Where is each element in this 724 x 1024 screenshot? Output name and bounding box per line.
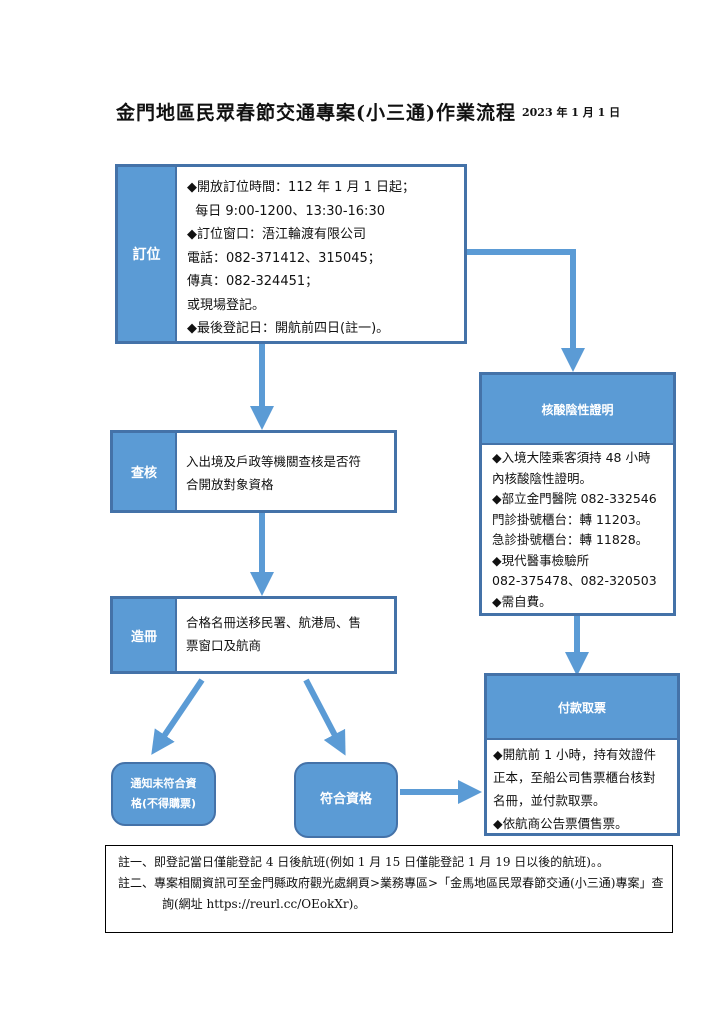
- booking-line: ◆訂位窗口：浯江輪渡有限公司: [187, 227, 366, 242]
- arrow-roster-to-unqualified: [151, 678, 205, 755]
- test-line: ◆現代醫事檢驗所: [492, 552, 590, 568]
- check-details: 入出境及戶政等機關查核是否符 合開放對象資格: [186, 450, 361, 496]
- test-line: 082-375478、082-320503: [492, 573, 657, 588]
- qualified-label: 符合資格: [319, 792, 372, 807]
- payment-line: 正本，至船公司售票櫃台核對: [493, 770, 656, 785]
- payment-header: 付款取票: [487, 676, 677, 740]
- unqualified-line: 格(不得購票): [130, 797, 197, 810]
- check-line: 合開放對象資格: [186, 477, 274, 492]
- arrow-roster-to-qualified: [303, 678, 346, 756]
- note-2: 註二、專案相關資訊可至金門縣政府觀光處網頁>業務專區>「金馬地區民眾春節交通(小…: [118, 876, 664, 911]
- check-box: 查核 入出境及戶政等機關查核是否符 合開放對象資格: [110, 430, 397, 513]
- roster-details: 合格名冊送移民署、航港局、售 票窗口及航商: [186, 611, 361, 657]
- payment-line: ◆開航前 1 小時，持有效證件: [493, 747, 657, 762]
- booking-line: 電話：082-371412、315045；: [187, 250, 381, 266]
- roster-box: 造冊 合格名冊送移民署、航港局、售 票窗口及航商: [110, 596, 397, 674]
- test-line: ◆入境大陸乘客須持 48 小時: [492, 450, 651, 465]
- roster-line: 票窗口及航商: [186, 638, 262, 653]
- qualified-box: 符合資格: [294, 762, 398, 838]
- payment-details: ◆開航前 1 小時，持有效證件 正本，至船公司售票櫃台核對 名冊，並付款取票。 …: [493, 743, 656, 835]
- booking-box: 訂位 ◆開放訂位時間：112 年 1 月 1 日起； 每日 9:00-1200、…: [115, 164, 467, 344]
- test-line: 內核酸陰性證明。: [492, 470, 593, 486]
- test-line: ◆部立金門醫院 082-332546: [492, 491, 657, 506]
- unqualified-box: 通知未符合資 格(不得購票): [111, 762, 216, 826]
- booking-label: 訂位: [118, 167, 177, 341]
- check-line: 入出境及戶政等機關查核是否符: [186, 454, 362, 469]
- booking-line: ◆最後登記日：開航前四日(註一)。: [187, 321, 390, 336]
- test-line: 門診掛號櫃台：轉 11203。: [492, 511, 649, 527]
- note-1: 註一、即登記當日僅能登記 4 日後航班(例如 1 月 15 日僅能登記 1 月 …: [118, 855, 609, 869]
- notes-box: 註一、即登記當日僅能登記 4 日後航班(例如 1 月 15 日僅能登記 1 月 …: [105, 845, 673, 933]
- test-header: 核酸陰性證明: [482, 375, 673, 445]
- payment-line: ◆依航商公告票價售票。: [493, 816, 628, 831]
- check-label: 查核: [113, 433, 177, 510]
- test-line: ◆需自費。: [492, 593, 552, 609]
- roster-line: 合格名冊送移民署、航港局、售: [186, 615, 362, 630]
- test-line: 急診掛號櫃台：轉 11828。: [492, 532, 649, 547]
- document-date: 2023 年 1 月 1 日: [522, 106, 621, 119]
- booking-line: 傳真：082-324451；: [187, 274, 319, 289]
- booking-details: ◆開放訂位時間：112 年 1 月 1 日起； 每日 9:00-1200、13:…: [187, 176, 415, 341]
- arrow-booking-to-test: [466, 249, 585, 372]
- booking-line: ◆開放訂位時間：112 年 1 月 1 日起；: [187, 180, 416, 195]
- payment-box: 付款取票 ◆開航前 1 小時，持有效證件 正本，至船公司售票櫃台核對 名冊，並付…: [484, 673, 680, 836]
- payment-line: 名冊，並付款取票。: [493, 793, 606, 808]
- test-details: ◆入境大陸乘客須持 48 小時 內核酸陰性證明。 ◆部立金門醫院 082-332…: [492, 448, 657, 612]
- booking-line: 或現場登記。: [187, 297, 266, 313]
- unqualified-line: 通知未符合資: [130, 777, 197, 790]
- roster-label: 造冊: [113, 599, 177, 671]
- test-box: 核酸陰性證明 ◆入境大陸乘客須持 48 小時 內核酸陰性證明。 ◆部立金門醫院 …: [479, 372, 676, 616]
- page-title: 金門地區民眾春節交通專案(小三通)作業流程: [116, 102, 516, 124]
- booking-line: 每日 9:00-1200、13:30-16:30: [187, 203, 385, 219]
